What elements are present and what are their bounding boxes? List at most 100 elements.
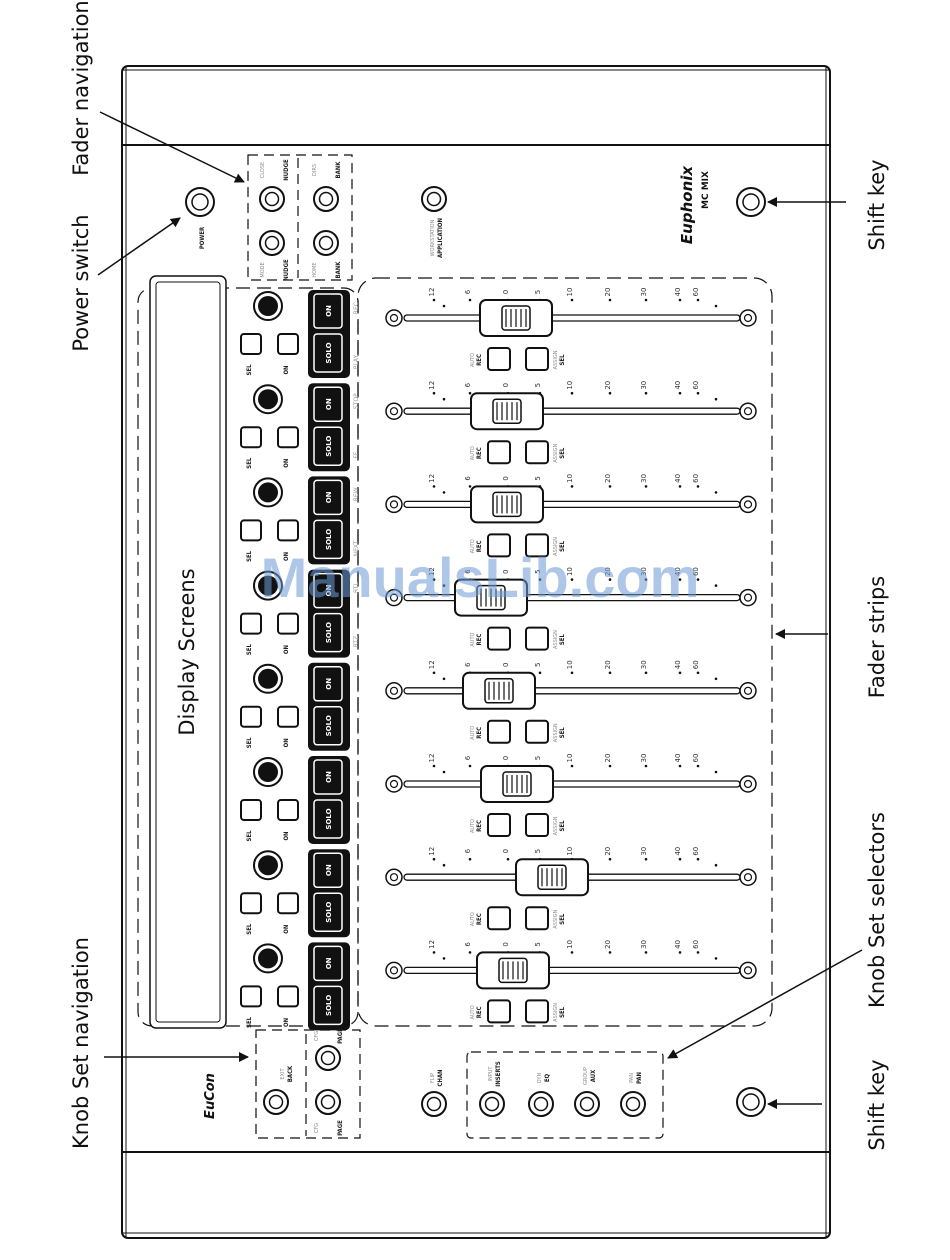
channel-knob[interactable] <box>253 570 283 601</box>
nudge-down-button[interactable] <box>259 230 285 256</box>
on-button[interactable] <box>313 852 343 888</box>
fader-scale-dot <box>714 491 718 494</box>
fader-scale-tick: 0 <box>502 849 510 853</box>
solo-button[interactable] <box>313 612 343 653</box>
eq-button[interactable] <box>528 1091 554 1117</box>
on-button[interactable] <box>313 945 343 982</box>
fader-sel-button[interactable] <box>525 999 549 1024</box>
on-button[interactable] <box>313 386 343 422</box>
rec-button[interactable] <box>487 347 511 371</box>
channel-knob[interactable] <box>253 850 283 881</box>
fader-navigation-group <box>247 154 353 281</box>
bank-up-button[interactable] <box>313 186 339 212</box>
application-button[interactable] <box>421 186 447 212</box>
on-button[interactable] <box>277 799 299 821</box>
rec-button[interactable] <box>487 999 511 1024</box>
channel-knob[interactable] <box>253 291 283 321</box>
sel-button[interactable] <box>240 612 262 635</box>
shift-key-top[interactable] <box>736 187 766 217</box>
solo-button[interactable] <box>313 519 343 560</box>
fader-scale-dot <box>644 764 648 768</box>
fader-scale-tick: 60 <box>692 381 700 390</box>
back-button[interactable] <box>263 1089 289 1115</box>
rec-button[interactable] <box>487 719 511 744</box>
nudge-down-label: NUDGE <box>283 259 290 281</box>
pan-button[interactable] <box>620 1091 646 1117</box>
fader-sel-button[interactable] <box>525 533 549 558</box>
fader-scale-dot <box>442 677 446 681</box>
chan-button[interactable] <box>421 1091 447 1117</box>
solo-button[interactable] <box>313 892 343 932</box>
sel-button[interactable] <box>240 985 262 1008</box>
fader-sel-label: SEL <box>559 1006 566 1018</box>
sel-button[interactable] <box>240 426 262 449</box>
channel-knob[interactable] <box>253 943 283 974</box>
aux-button[interactable] <box>574 1091 600 1117</box>
sel-button[interactable] <box>240 519 262 542</box>
rec-button[interactable] <box>487 533 511 558</box>
on-button[interactable] <box>313 479 343 516</box>
on-button[interactable] <box>277 892 299 915</box>
workstation-label: WORKSTATION <box>430 219 436 256</box>
on-button[interactable] <box>277 705 299 728</box>
fader-track <box>403 966 741 975</box>
channel-knob[interactable] <box>253 757 283 787</box>
fader-scale-tick: 30 <box>640 940 648 949</box>
fader-sel-button[interactable] <box>525 906 549 931</box>
fader-scale-tick: 30 <box>640 474 648 483</box>
solo-button[interactable] <box>313 426 343 466</box>
rec-button[interactable] <box>487 906 511 931</box>
fader-cap[interactable] <box>470 485 544 524</box>
fader-scale-tick: 60 <box>692 660 700 669</box>
on-button[interactable] <box>313 572 343 609</box>
fader-sel-button[interactable] <box>525 813 549 837</box>
fader-cap[interactable] <box>515 858 589 897</box>
on-button[interactable] <box>313 666 343 702</box>
fader-sel-button[interactable] <box>525 719 549 744</box>
solo-button[interactable] <box>313 706 343 746</box>
on-button[interactable] <box>313 293 343 329</box>
fader-cap[interactable] <box>476 951 550 990</box>
channel-knob[interactable] <box>253 384 283 415</box>
rec-button[interactable] <box>487 626 511 651</box>
inserts-button[interactable] <box>479 1091 505 1117</box>
rec-button[interactable] <box>487 440 511 465</box>
fader-sel-button[interactable] <box>525 347 549 371</box>
sel-button[interactable] <box>240 799 262 821</box>
on-button[interactable] <box>277 985 299 1008</box>
sel-label: SEL <box>246 644 253 656</box>
nudge-down-alt-label: MODE <box>260 262 266 277</box>
on-button[interactable] <box>277 519 299 542</box>
shift-key-bottom[interactable] <box>736 1087 766 1117</box>
sel-button[interactable] <box>240 333 262 355</box>
bank-down-button[interactable] <box>313 230 339 256</box>
fader-scale-dot <box>442 770 446 774</box>
on-button[interactable] <box>277 333 299 355</box>
power-switch[interactable] <box>185 187 215 217</box>
fader-cap[interactable] <box>480 765 554 803</box>
fader-sel-button[interactable] <box>525 626 549 651</box>
fader-cap[interactable] <box>470 392 544 431</box>
rec-button[interactable] <box>487 813 511 837</box>
on-button[interactable] <box>313 759 343 795</box>
solo-button[interactable] <box>313 799 343 839</box>
solo-button[interactable] <box>313 985 343 1026</box>
fader-sel-button[interactable] <box>525 440 549 465</box>
channel-knob[interactable] <box>253 477 283 508</box>
solo-button[interactable] <box>313 333 343 373</box>
fader-cap[interactable] <box>462 671 536 710</box>
page-down-button[interactable] <box>315 1089 341 1115</box>
sel-button[interactable] <box>240 892 262 915</box>
on-button[interactable] <box>277 426 299 449</box>
fader-cap[interactable] <box>454 578 528 617</box>
on-button[interactable] <box>277 612 299 635</box>
sel-button[interactable] <box>240 705 262 728</box>
nudge-up-button[interactable] <box>259 186 285 212</box>
fader-cap[interactable] <box>479 299 553 337</box>
fader-scale-tick: 30 <box>640 754 648 763</box>
on-label: ON <box>283 458 290 468</box>
page-up-button[interactable] <box>315 1045 341 1071</box>
fader-end-screw <box>385 495 403 514</box>
channel-knob[interactable] <box>253 663 283 694</box>
callout-fader-strips: Fader strips <box>865 576 889 699</box>
